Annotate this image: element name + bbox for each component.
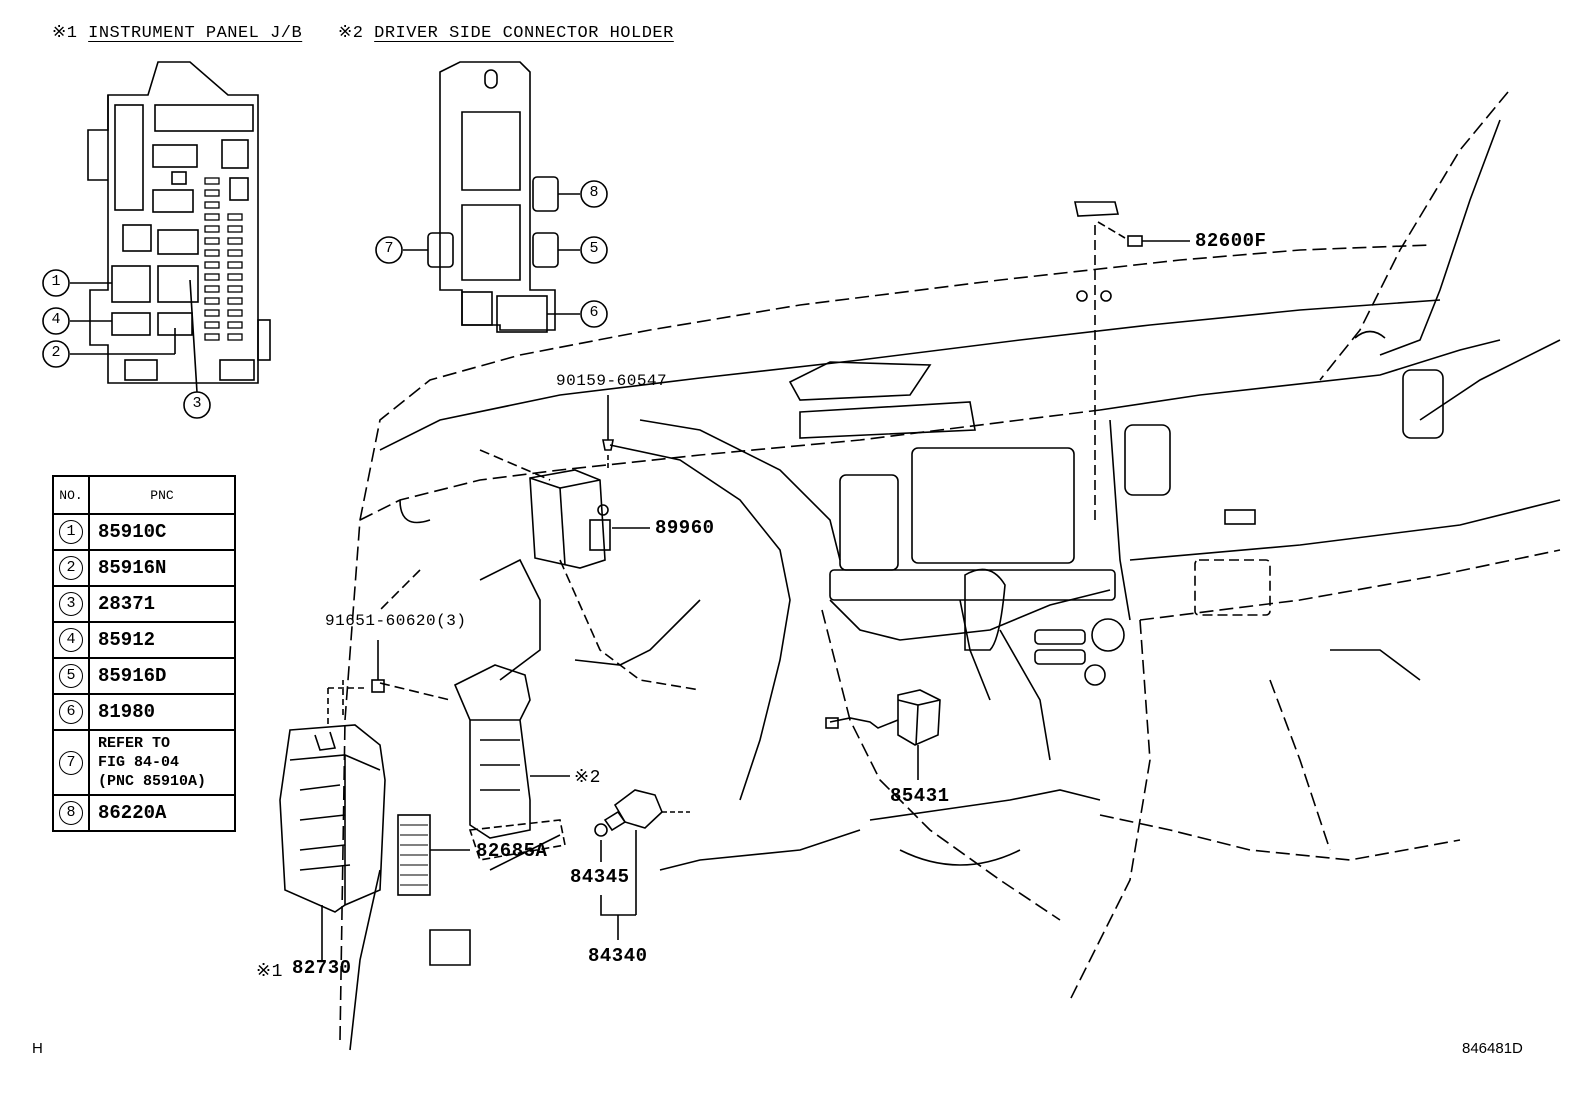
part-84340-drawing (594, 789, 690, 940)
dashboard-outline (339, 91, 1561, 1051)
row-number-circle: 1 (59, 520, 83, 544)
pnc-table: NO. PNC 1 85910C 2 85916N 3 28371 4 8591… (52, 475, 236, 832)
callout-circles-jb (42, 269, 211, 419)
footer-left-code: H (32, 1040, 43, 1057)
row-number-circle: 7 (59, 750, 83, 775)
row-pnc: 85912 (88, 621, 236, 659)
row-pnc-line1: REFER TO (98, 735, 171, 752)
callout-4-text: 4 (51, 311, 61, 328)
header-driver-side-connector-holder: ※2 DRIVER SIDE CONNECTOR HOLDER (338, 22, 674, 43)
connector-bracket-drawing (327, 640, 570, 896)
callout-5-text: 5 (589, 240, 599, 257)
label-90159-60547: 90159-60547 (556, 372, 668, 390)
label-84340: 84340 (588, 945, 648, 967)
label-ref-2: ※2 (574, 768, 601, 788)
callout-2-text: 2 (51, 344, 61, 361)
label-ref-1: ※1 (256, 962, 283, 982)
label-82730: 82730 (292, 957, 352, 979)
part-89960-drawing (529, 395, 650, 569)
row-number-circle: 3 (59, 592, 83, 616)
table-row: 6 81980 (52, 693, 236, 731)
table-row: 3 28371 (52, 585, 236, 623)
col-no-header: NO. (52, 475, 90, 515)
table-row: 7 REFER TO FIG 84-04 (PNC 85910A) (52, 729, 236, 796)
col-pnc-header: PNC (88, 475, 236, 515)
row-pnc-line3: (PNC 85910A) (98, 773, 207, 790)
table-row: 5 85916D (52, 657, 236, 695)
table-row: 2 85916N (52, 549, 236, 587)
table-row: 4 85912 (52, 621, 236, 659)
callout-6-text: 6 (589, 304, 599, 321)
table-row: 8 86220A (52, 794, 236, 832)
part-82600F-drawing (1074, 201, 1190, 520)
label-82685A: 82685A (476, 840, 548, 862)
row-number-circle: 5 (59, 664, 83, 688)
row-pnc: 28371 (88, 585, 236, 623)
callout-1-text: 1 (51, 273, 61, 290)
row-pnc-multiline: REFER TO FIG 84-04 (PNC 85910A) (88, 729, 236, 796)
header-title-1: INSTRUMENT PANEL J/B (88, 24, 303, 43)
part-82730-drawing (279, 724, 386, 960)
ref-mark-2: ※2 (338, 24, 364, 43)
row-pnc: 85916D (88, 657, 236, 695)
footer-figure-id: 846481D (1462, 1040, 1523, 1057)
header-title-2: DRIVER SIDE CONNECTOR HOLDER (374, 24, 674, 43)
callout-8-text: 8 (589, 184, 599, 201)
row-number-circle: 8 (59, 801, 83, 825)
row-number-circle: 4 (59, 628, 83, 652)
row-pnc: 86220A (88, 794, 236, 832)
row-pnc: 81980 (88, 693, 236, 731)
connector-holder-drawing (375, 61, 608, 333)
table-row: 1 85910C (52, 513, 236, 551)
ref-mark-1: ※1 (52, 24, 78, 43)
row-pnc: 85910C (88, 513, 236, 551)
label-82600F: 82600F (1195, 230, 1267, 252)
header-instrument-panel-jb: ※1 INSTRUMENT PANEL J/B (52, 22, 302, 43)
label-85431: 85431 (890, 785, 950, 807)
row-number-circle: 2 (59, 556, 83, 580)
part-85431-drawing (825, 689, 941, 780)
row-number-circle: 6 (59, 700, 83, 724)
junction-block-drawing (70, 61, 271, 393)
label-89960: 89960 (655, 517, 715, 539)
callout-3-text: 3 (192, 395, 202, 412)
label-84345: 84345 (570, 866, 630, 888)
row-pnc-line2: FIG 84-04 (98, 754, 180, 771)
row-pnc: 85916N (88, 549, 236, 587)
pnc-table-header: NO. PNC (52, 475, 236, 515)
callout-7-text: 7 (384, 240, 394, 257)
label-91651-60620: 91651-60620(3) (325, 612, 467, 630)
